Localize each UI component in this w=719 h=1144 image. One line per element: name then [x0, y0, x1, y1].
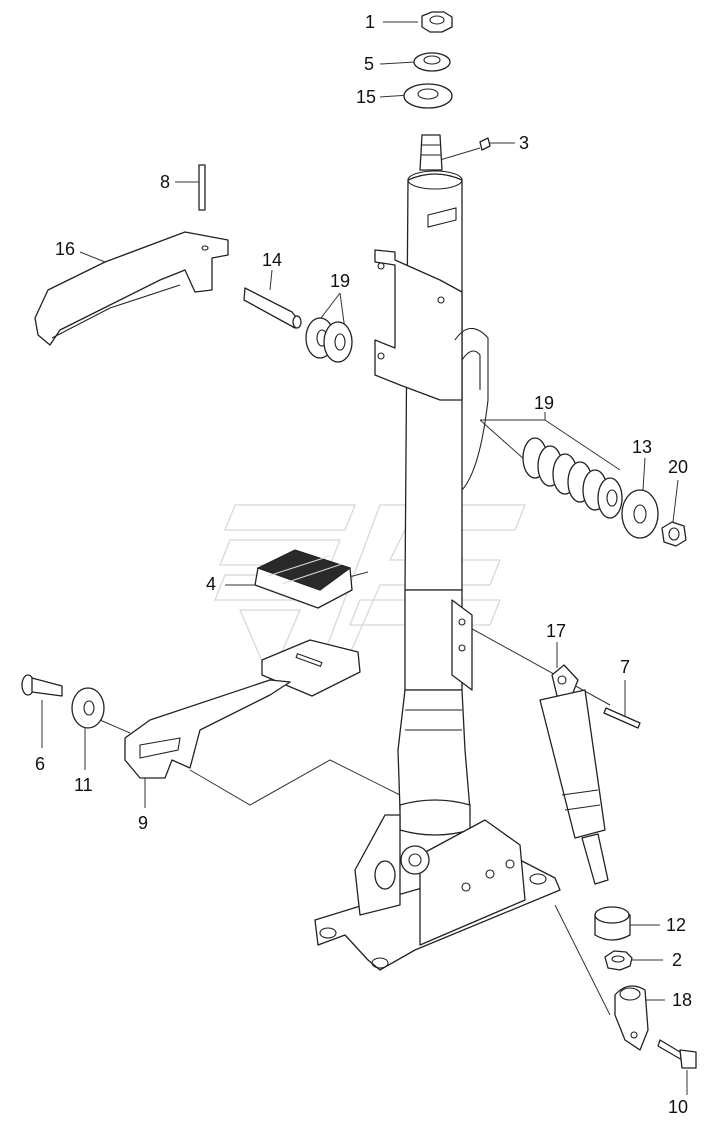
- callout-11: 11: [74, 775, 93, 795]
- callout-13: 13: [632, 437, 653, 457]
- pedal-base-bracket: [314, 814, 561, 971]
- callout-16: 16: [55, 239, 76, 259]
- callout-2: 2: [672, 950, 683, 970]
- callout-6: 6: [35, 754, 46, 774]
- steering-column: [374, 134, 489, 836]
- part-7-pin: [603, 707, 641, 729]
- callout-1: 1: [365, 12, 376, 32]
- part-1-nut: [421, 11, 453, 33]
- callout-19-upper: 19: [330, 271, 351, 291]
- part-18-clevis: [614, 985, 649, 1051]
- part-3-pin: [479, 137, 491, 151]
- part-6-bolt: [21, 674, 63, 697]
- callout-8: 8: [160, 172, 171, 192]
- part-19-washers-lower: [522, 437, 623, 519]
- part-11-washer: [71, 687, 105, 729]
- part-8-pin: [198, 164, 206, 211]
- callout-18: 18: [672, 990, 693, 1010]
- part-2-nut: [604, 950, 633, 971]
- callout-19-lower: 19: [534, 393, 555, 413]
- part-19-washers-upper: [305, 317, 353, 363]
- callout-15: 15: [356, 87, 377, 107]
- part-17-gas-spring: [539, 664, 609, 885]
- part-16-pedal-cover: [34, 231, 229, 346]
- callout-7: 7: [620, 657, 631, 677]
- part-13-bushing: [621, 489, 659, 539]
- callout-17: 17: [546, 621, 567, 641]
- part-9-pedal-lever: [124, 639, 361, 779]
- part-10-bolt: [657, 1039, 697, 1069]
- part-4-pedal-pad: [254, 549, 353, 609]
- callout-20: 20: [668, 457, 689, 477]
- watermark-logo: [214, 504, 526, 682]
- callout-3: 3: [519, 133, 530, 153]
- part-14-pin: [243, 287, 302, 329]
- callout-14: 14: [262, 250, 283, 270]
- part-12-bushing: [594, 906, 631, 941]
- callout-5: 5: [364, 54, 375, 74]
- part-15-washer: [403, 83, 453, 109]
- callout-10: 10: [668, 1097, 689, 1117]
- part-20-nut: [661, 521, 687, 547]
- callout-4: 4: [206, 574, 217, 594]
- callout-9: 9: [138, 813, 149, 833]
- part-5-washer: [413, 52, 451, 72]
- callout-12: 12: [666, 915, 687, 935]
